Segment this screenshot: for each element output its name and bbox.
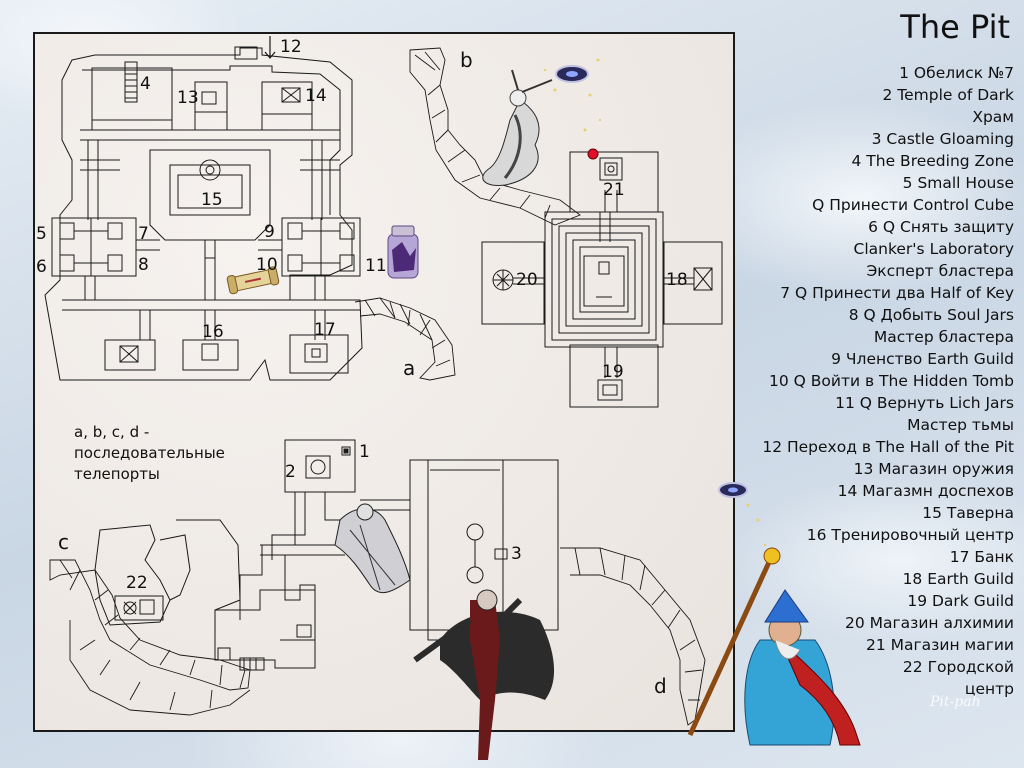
note-line-3: телепорты xyxy=(74,465,160,483)
legend-item: 3 Castle Gloaming xyxy=(871,130,1014,148)
legend-item: 5 Small House xyxy=(902,174,1014,192)
marker-6[interactable]: 6 xyxy=(36,257,47,277)
marker-20[interactable]: 20 xyxy=(516,270,538,290)
legend-item: 14 Магазмн доспехов xyxy=(837,482,1014,500)
legend-item: 4 The Breeding Zone xyxy=(851,152,1014,170)
legend-item: Храм xyxy=(972,108,1014,126)
legend-item: 1 Обелиск №7 xyxy=(899,64,1014,82)
legend-item: Мастер бластера xyxy=(873,328,1014,346)
teleport-note: a, b, c, d - последовательные телепорты xyxy=(74,422,254,485)
legend-item: 21 Магазин магии xyxy=(865,636,1014,654)
marker-8[interactable]: 8 xyxy=(138,255,149,275)
map-title: The Pit xyxy=(900,8,1010,46)
marker-4[interactable]: 4 xyxy=(140,74,151,94)
note-line-2: последовательные xyxy=(74,444,225,462)
marker-16[interactable]: 16 xyxy=(202,322,224,342)
marker-11[interactable]: 11 xyxy=(365,256,387,276)
wizard-figure xyxy=(687,547,861,746)
legend-item: 13 Магазин оружия xyxy=(853,460,1014,478)
legend-item: 6 Q Снять защиту xyxy=(868,218,1014,236)
legend-item: 17 Банк xyxy=(949,548,1014,566)
legend-item: 10 Q Войти в The Hidden Tomb xyxy=(769,372,1014,390)
marker-14[interactable]: 14 xyxy=(305,86,327,106)
marker-15[interactable]: 15 xyxy=(201,190,223,210)
legend-item: 12 Переход в The Hall of the Pit xyxy=(762,438,1014,456)
legend-item: 9 Членство Earth Guild xyxy=(831,350,1014,368)
legend-item: центр xyxy=(964,680,1014,698)
marker-1[interactable]: 1 xyxy=(359,442,370,462)
soul-jar-icon xyxy=(387,225,419,279)
legend-item: 11 Q Вернуть Lich Jars xyxy=(835,394,1014,412)
teleport-a[interactable]: a xyxy=(403,356,416,380)
marker-17[interactable]: 17 xyxy=(314,320,336,340)
dark-warrior-figure xyxy=(413,589,555,760)
watermark: Pit-pah xyxy=(930,694,981,710)
teleport-b[interactable]: b xyxy=(460,48,473,72)
marker-3[interactable]: 3 xyxy=(511,544,522,564)
marker-2[interactable]: 2 xyxy=(285,462,296,482)
sorceress-figure xyxy=(482,69,553,187)
legend-item: Clanker's Laboratory xyxy=(853,240,1014,258)
legend-item: 15 Таверна xyxy=(922,504,1014,522)
marker-13[interactable]: 13 xyxy=(177,88,199,108)
marker-12[interactable]: 12 xyxy=(280,37,302,57)
legend-item: Эксперт бластера xyxy=(866,262,1014,280)
magic-orb-icon xyxy=(555,65,748,498)
legend-item: 22 Городской xyxy=(902,658,1014,676)
legend-item: 19 Dark Guild xyxy=(907,592,1014,610)
marker-21[interactable]: 21 xyxy=(603,180,625,200)
marker-18[interactable]: 18 xyxy=(666,270,688,290)
marker-7[interactable]: 7 xyxy=(138,224,149,244)
dark-winged-figure xyxy=(334,503,411,594)
legend-item: 20 Магазин алхимии xyxy=(844,614,1014,632)
legend-item: 8 Q Добыть Soul Jars xyxy=(848,306,1014,324)
marker-10[interactable]: 10 xyxy=(256,255,278,275)
marker-22[interactable]: 22 xyxy=(126,573,148,593)
teleport-c[interactable]: c xyxy=(58,530,69,554)
legend-item: 7 Q Принести два Half of Key xyxy=(780,284,1014,302)
note-line-1: a, b, c, d - xyxy=(74,423,150,441)
legend-item: 16 Тренировочный центр xyxy=(806,526,1014,544)
marker-5[interactable]: 5 xyxy=(36,224,47,244)
marker-9[interactable]: 9 xyxy=(264,222,275,242)
map-panel xyxy=(33,32,735,732)
legend-item: 18 Earth Guild xyxy=(902,570,1014,588)
legend-item: Q Принести Control Cube xyxy=(812,196,1014,214)
legend-item: Мастер тьмы xyxy=(907,416,1014,434)
legend-item: 2 Temple of Dark xyxy=(882,86,1014,104)
teleport-d[interactable]: d xyxy=(654,674,667,698)
marker-19[interactable]: 19 xyxy=(602,362,624,382)
